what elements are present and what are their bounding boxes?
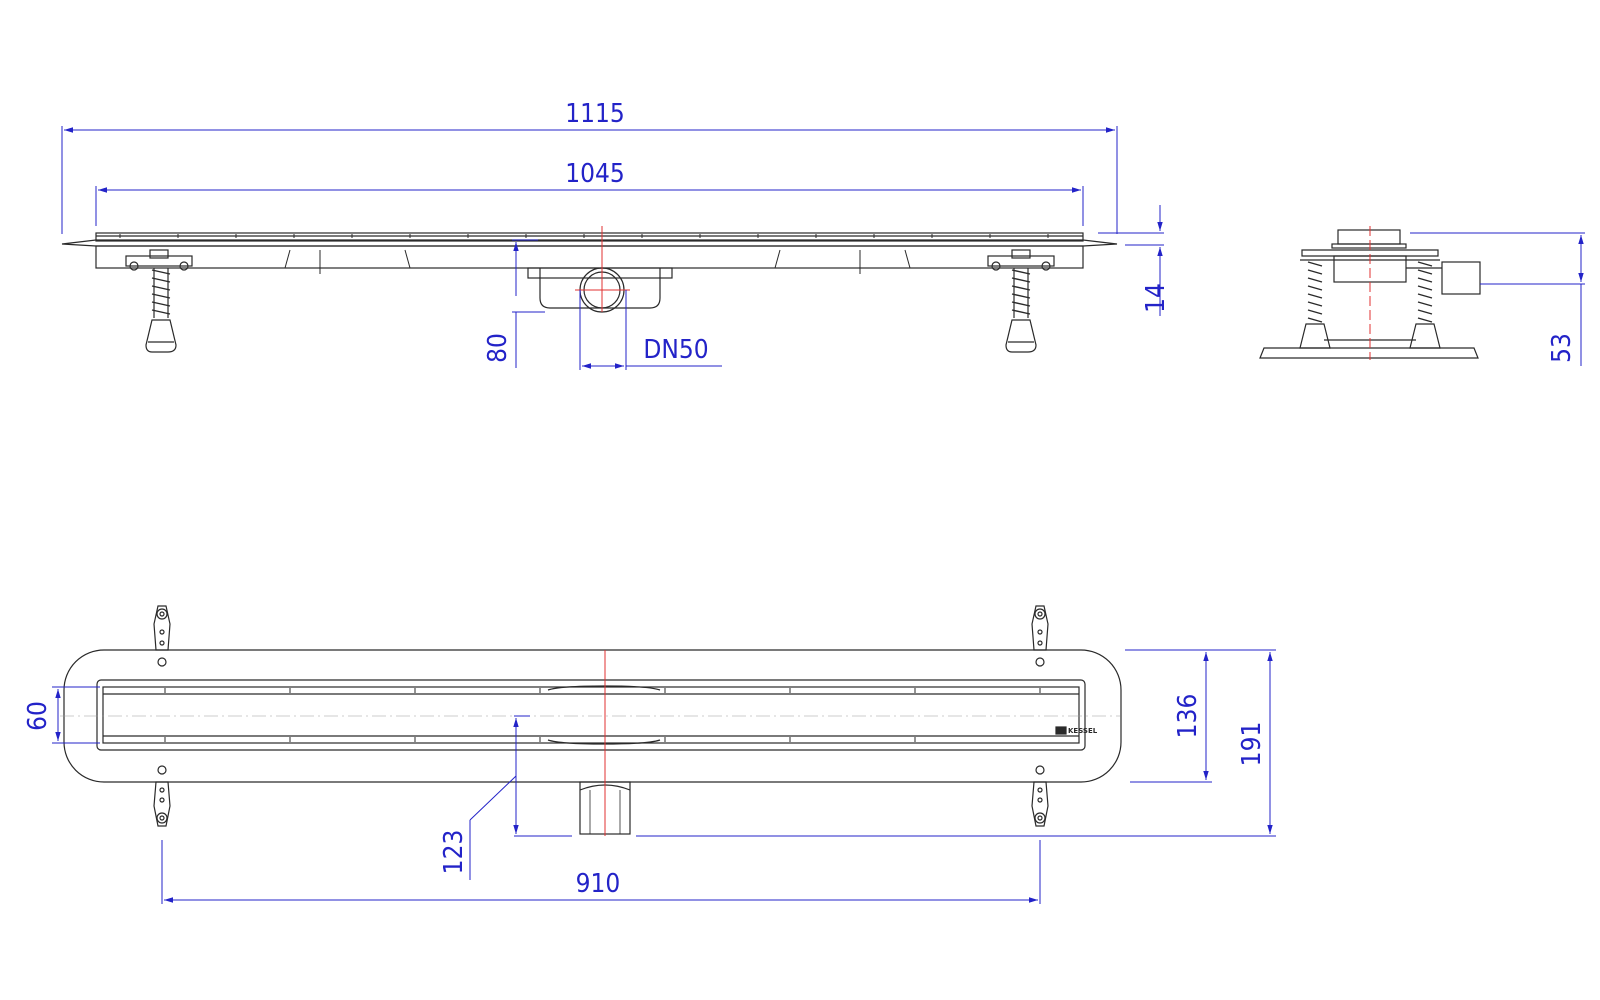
dim-foot-spacing: 910 bbox=[576, 869, 621, 899]
top-grate-marks bbox=[164, 688, 1041, 742]
front-grate-slots bbox=[119, 234, 1049, 238]
side-grate bbox=[1337, 229, 1401, 245]
dimension-lines bbox=[52, 126, 1585, 904]
top-bracket-bottom-left bbox=[153, 765, 171, 827]
front-outlet-sump bbox=[539, 268, 661, 309]
dim-flange-height: 14 bbox=[1141, 283, 1171, 313]
side-base-plate bbox=[1259, 347, 1479, 359]
front-view bbox=[61, 232, 1118, 353]
dim-overall-width: 191 bbox=[1237, 722, 1267, 767]
top-view bbox=[63, 605, 1122, 835]
brand-label: KESSEL bbox=[1068, 727, 1098, 735]
front-right-foot bbox=[987, 249, 1055, 353]
dim-outlet-offset: 123 bbox=[439, 830, 469, 875]
top-outlet-slot bbox=[547, 685, 661, 745]
dim-side-height: 53 bbox=[1547, 333, 1577, 363]
dim-channel-width: 136 bbox=[1173, 694, 1203, 739]
dim-grate-width: 60 bbox=[23, 701, 53, 731]
front-left-foot bbox=[125, 249, 193, 353]
top-bracket-top-right bbox=[1031, 605, 1049, 667]
dim-channel-length: 1045 bbox=[565, 159, 625, 189]
dim-outlet-size: DN50 bbox=[643, 335, 708, 365]
top-bracket-bottom-right bbox=[1031, 765, 1049, 827]
dim-outlet-height: 80 bbox=[483, 333, 513, 363]
front-channel-body bbox=[95, 232, 1084, 242]
brand-plate bbox=[1055, 726, 1067, 735]
top-bracket-top-left bbox=[153, 605, 171, 667]
front-channel-lower bbox=[95, 245, 1084, 269]
side-outlet bbox=[1441, 261, 1481, 295]
front-ribs bbox=[284, 249, 911, 274]
top-grate bbox=[102, 686, 1080, 744]
dimension-labels: 1115 1045 14 80 DN50 53 60 136 191 123 9… bbox=[23, 99, 1577, 899]
top-channel bbox=[96, 679, 1086, 751]
dim-overall-length: 1115 bbox=[565, 99, 625, 129]
front-centerlines bbox=[575, 226, 630, 312]
